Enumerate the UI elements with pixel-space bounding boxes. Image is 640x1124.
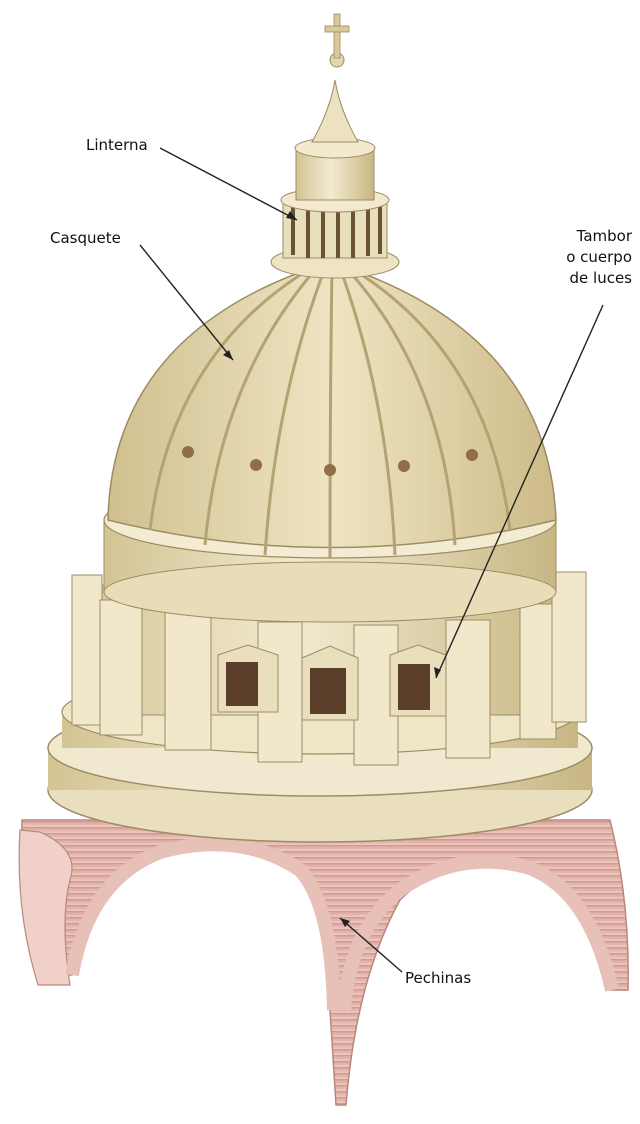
dome-cap (108, 262, 556, 558)
label-linterna: Linterna (86, 135, 148, 156)
label-tambor-line-1: Tambor (566, 226, 632, 247)
label-tambor-line-3: de luces (566, 268, 632, 289)
linterna-arrow (160, 148, 297, 220)
label-tambor: Tambor o cuerpo de luces (566, 226, 632, 289)
drum-windows (218, 645, 446, 720)
pendentives (19, 820, 628, 1105)
lantern (271, 14, 399, 278)
label-pechinas: Pechinas (405, 968, 471, 989)
label-tambor-line-2: o cuerpo (566, 247, 632, 268)
label-casquete: Casquete (50, 228, 121, 249)
